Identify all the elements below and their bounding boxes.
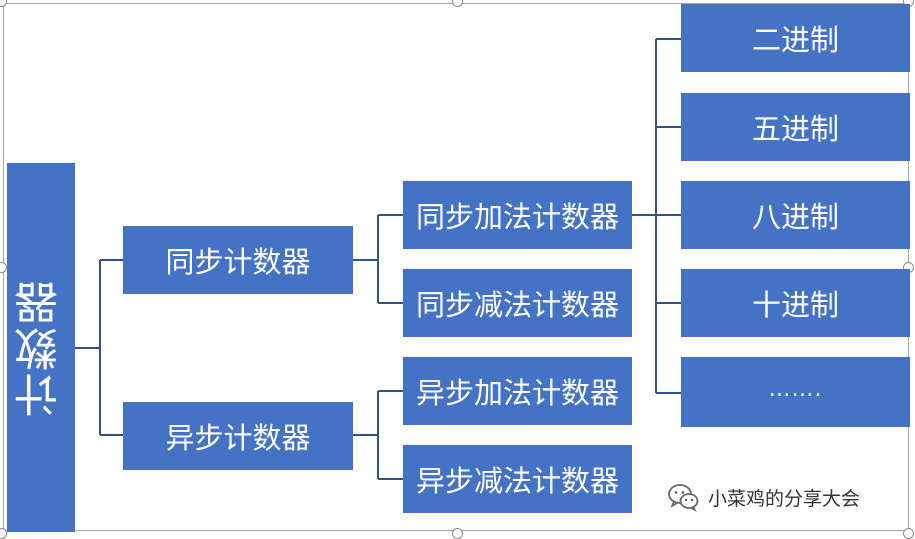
resize-handle-top-middle[interactable]	[452, 0, 463, 7]
node-sync-sub-counter[interactable]: 同步减法计数器	[403, 269, 632, 337]
node-binary[interactable]: 二进制	[681, 4, 910, 72]
node-label: 同步加法计数器	[415, 200, 619, 234]
root-node-label: 计数器	[15, 278, 66, 417]
node-label: 异步计数器	[165, 421, 311, 455]
node-sync-add-counter[interactable]: 同步加法计数器	[403, 181, 632, 249]
node-async-counter[interactable]: 异步计数器	[123, 402, 353, 470]
node-label: …….	[768, 376, 823, 402]
wechat-icon	[668, 484, 699, 512]
watermark-text: 小菜鸡的分享大会	[708, 487, 861, 510]
node-async-add-counter[interactable]: 异步加法计数器	[403, 357, 632, 425]
node-label: 同步计数器	[165, 245, 311, 279]
resize-handle-middle-left[interactable]	[0, 262, 7, 273]
watermark: 小菜鸡的分享大会	[666, 480, 860, 514]
node-decimal[interactable]: 十进制	[681, 269, 910, 337]
connector-root-to-level1	[75, 259, 123, 436]
node-label: 异步减法计数器	[415, 464, 619, 498]
node-label: 五进制	[751, 112, 839, 146]
node-label: 十进制	[751, 288, 839, 322]
node-async-sub-counter[interactable]: 异步减法计数器	[403, 445, 632, 513]
node-label: 同步减法计数器	[415, 288, 619, 322]
root-node[interactable]: 计数器	[7, 163, 75, 532]
node-ellipsis[interactable]: …….	[681, 357, 910, 427]
node-label: 八进制	[751, 200, 839, 234]
node-sync-counter[interactable]: 同步计数器	[123, 226, 353, 294]
node-quinary[interactable]: 五进制	[681, 93, 910, 161]
connector-sync-add-to-level3	[632, 38, 681, 394]
resize-handle-top-left[interactable]	[0, 0, 7, 7]
node-label: 二进制	[751, 23, 839, 57]
node-octal[interactable]: 八进制	[681, 181, 910, 249]
connector-async-to-level2	[353, 390, 403, 480]
connector-sync-to-level2	[353, 214, 403, 304]
node-label: 异步加法计数器	[415, 376, 619, 410]
